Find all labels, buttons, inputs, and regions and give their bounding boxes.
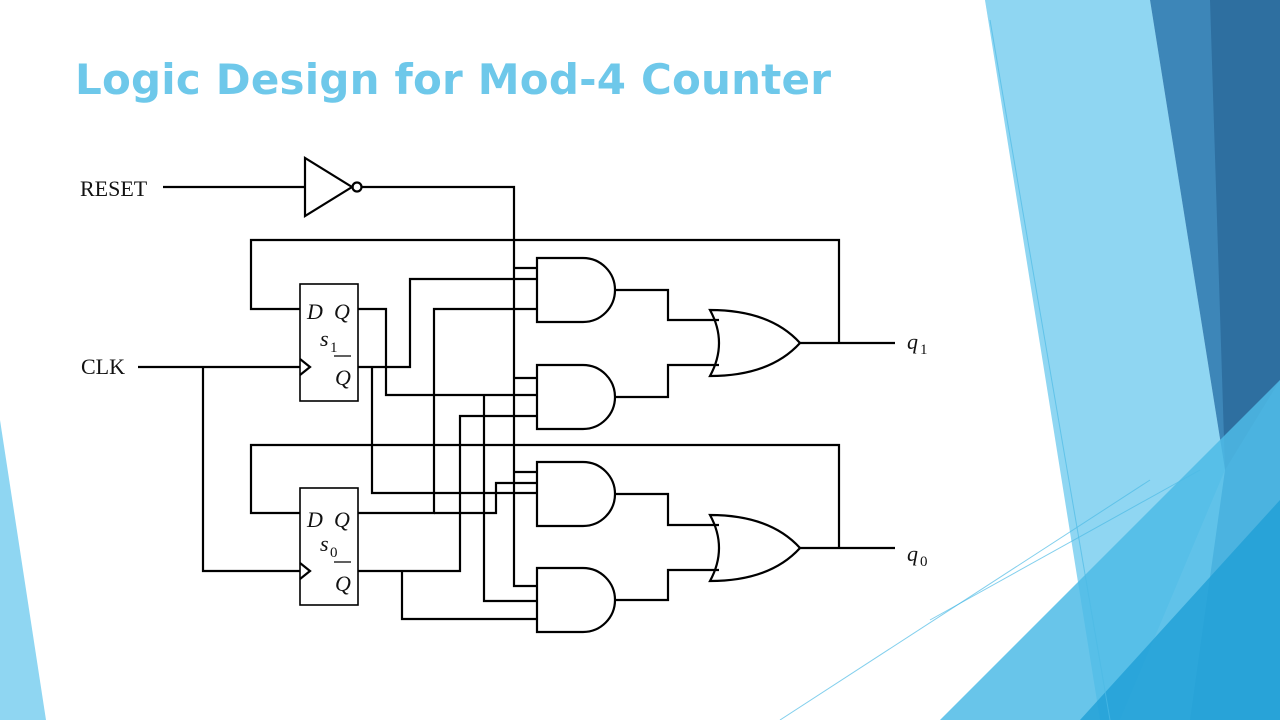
s1-q-wire [358, 307, 537, 397]
reset-label: RESET [80, 176, 148, 201]
not-gate [303, 156, 363, 218]
ff1-state-index: 1 [330, 340, 338, 356]
clk-label: CLK [81, 354, 125, 379]
and1-or1-wire [615, 288, 719, 322]
s0-qbar-and4-wire [400, 571, 537, 621]
ff1-d-label: D [306, 299, 323, 324]
output-q0-index: 0 [920, 554, 928, 570]
ff1-qbar-label: Q [335, 365, 351, 390]
and-gate-3 [535, 460, 617, 528]
s1-q-and4-wire [482, 395, 537, 603]
bg-bottom-deep-wedge [1080, 500, 1280, 720]
bg-accent-line-3 [929, 469, 1201, 621]
s0-qbar-wire [358, 414, 537, 573]
and-gate-2 [535, 363, 617, 431]
ff0-q-label: Q [334, 507, 350, 532]
and-gate-1 [535, 256, 617, 324]
clk-ff0-wire [201, 367, 300, 573]
ff0-state-name: s [320, 531, 329, 556]
flip-flop-s1: D Q s 1 Q [299, 283, 359, 402]
slide-title: Logic Design for Mod-4 Counter [75, 55, 832, 104]
and3-or0-wire [615, 492, 719, 527]
clock-triangle-s0 [299, 562, 312, 580]
or-gate-1 [708, 308, 802, 378]
output-q1-index: 1 [920, 342, 928, 358]
s1-qbar-wire [358, 277, 537, 369]
or-gate-0 [708, 513, 802, 583]
s0-q-wire [358, 307, 537, 515]
and4-or0-wire [615, 568, 719, 602]
s0-q-and3-wire [434, 481, 537, 515]
ff1-q-label: Q [334, 299, 350, 324]
q1-feedback-wire [249, 238, 841, 343]
output-q0-name: q [907, 541, 918, 566]
ff0-qbar-label: Q [335, 571, 351, 596]
and-gate-4 [535, 566, 617, 634]
reset-bar-wire [362, 185, 537, 588]
ff0-d-label: D [306, 507, 323, 532]
wires [138, 185, 895, 621]
s1-qbar-and3-wire [370, 367, 537, 495]
bg-right-dark-panel [1210, 0, 1280, 470]
flip-flop-s0: D Q s 0 Q [299, 487, 359, 606]
output-q1-name: q [907, 329, 918, 354]
ff0-state-index: 0 [330, 545, 338, 561]
clock-triangle-s1 [299, 358, 312, 376]
ff1-state-name: s [320, 326, 329, 351]
bg-left-strip [0, 420, 46, 720]
and2-or1-wire [615, 363, 719, 399]
bg-accent-line-1 [989, 19, 1111, 720]
q0-feedback-wire [249, 443, 841, 548]
